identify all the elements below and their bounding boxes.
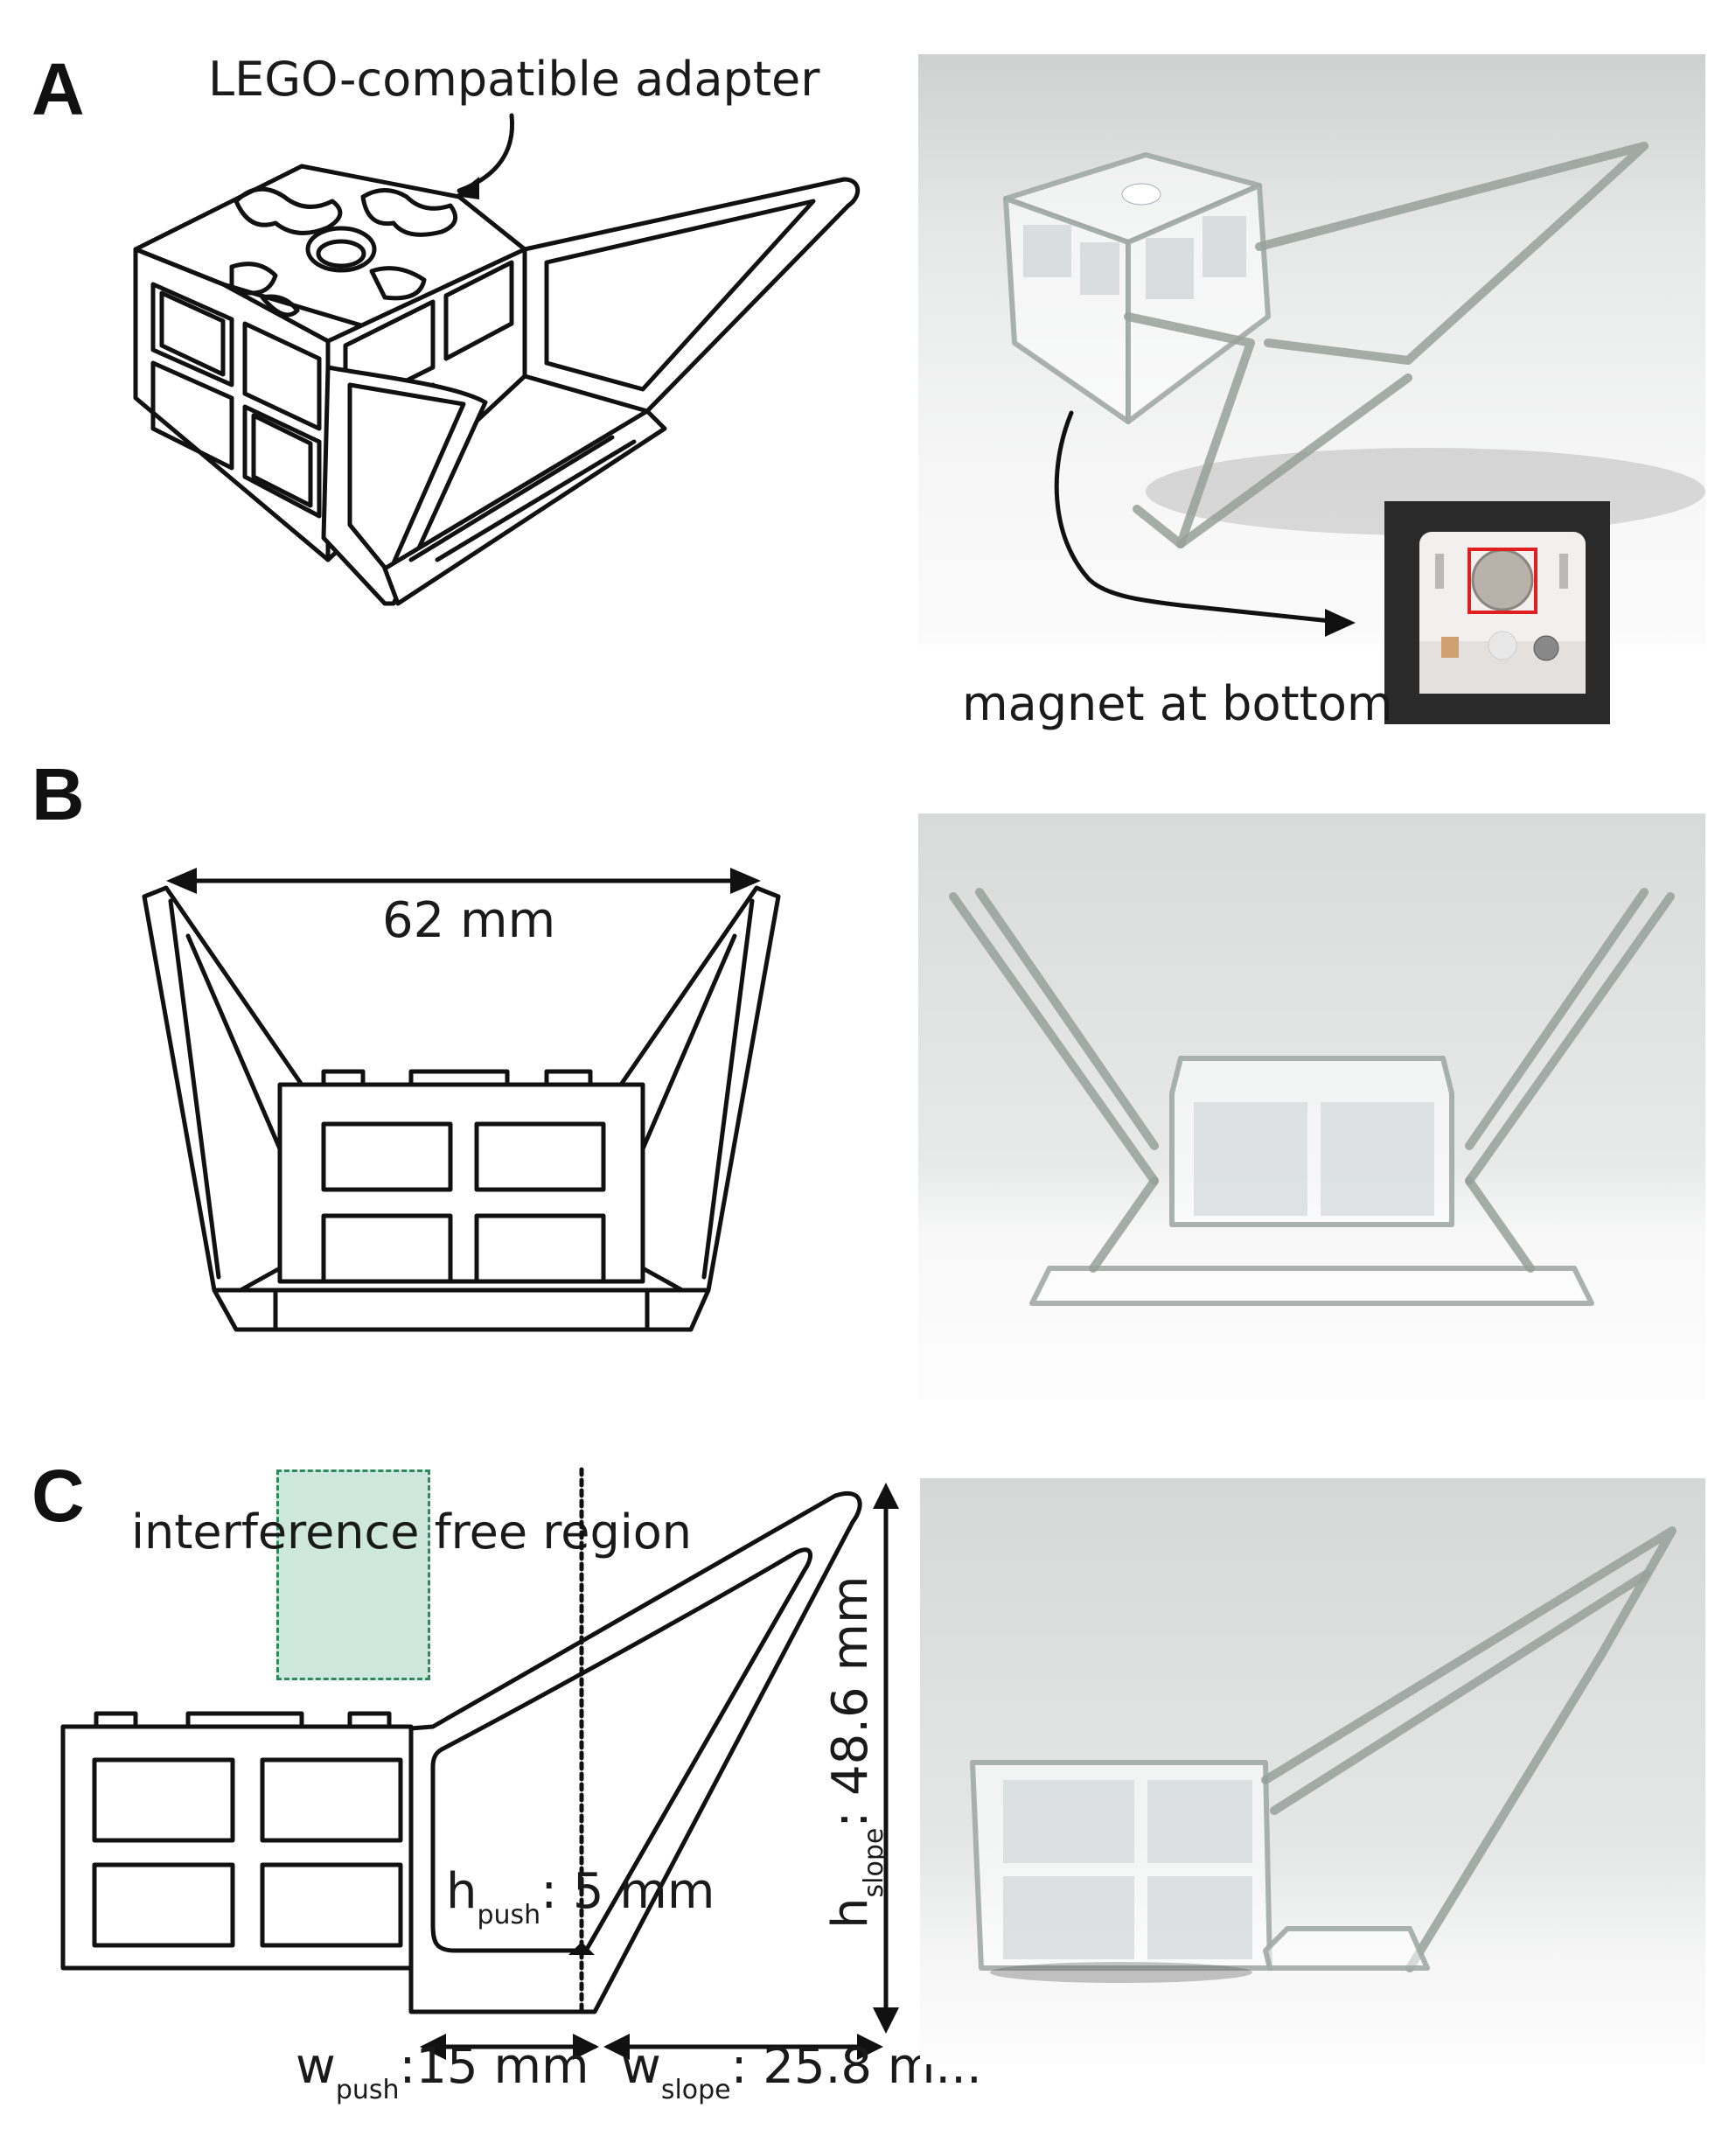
panel-letter-b: B xyxy=(31,753,85,835)
panel-letter-c: C xyxy=(31,1455,85,1537)
magnet-callout-label: magnet at bottom xyxy=(962,676,1393,731)
magnet-inset-photo xyxy=(1384,501,1610,724)
width-dimension-label: 62 mm xyxy=(382,892,556,949)
adapter-photo-side xyxy=(920,1478,1705,2064)
interference-region-label: interference free region xyxy=(131,1504,693,1560)
adapter-side-drawing xyxy=(60,1467,899,2060)
w-push-label: wpush:15 mm xyxy=(296,2038,589,2105)
adapter-callout-label: LEGO-compatible adapter xyxy=(208,52,820,107)
adapter-front-drawing-body xyxy=(142,868,781,1332)
interference-free-region xyxy=(276,1469,430,1680)
h-push-label: hpush: 5 mm xyxy=(446,1863,715,1930)
w-slope-label: wslope: 25.8 m... xyxy=(621,2038,982,2105)
adapter-front-drawing xyxy=(0,0,875,612)
adapter-isometric-drawing xyxy=(133,113,861,606)
adapter-photo-front xyxy=(918,813,1705,1400)
panel-letter-a: A xyxy=(31,48,85,130)
magnet-highlight-box xyxy=(1468,548,1537,614)
h-slope-label: hslope: 48.6 mm xyxy=(822,1575,889,1929)
